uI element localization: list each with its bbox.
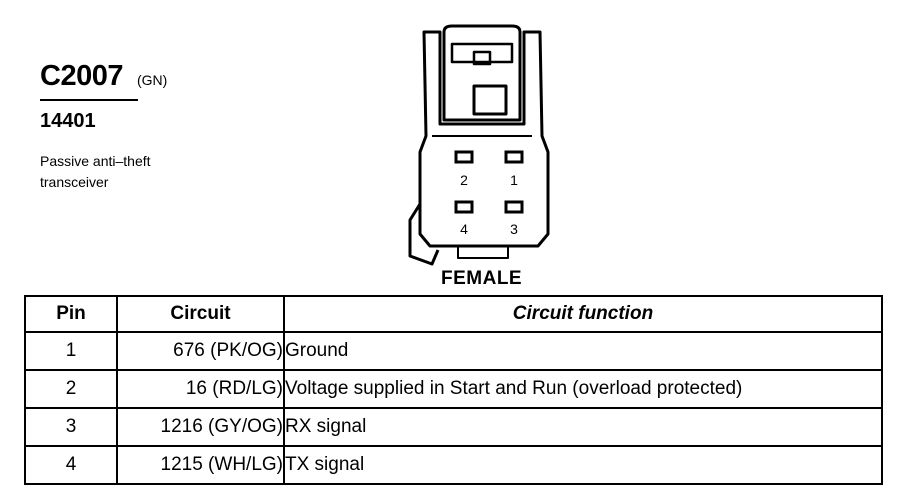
bottom-detail	[457, 246, 509, 259]
housing-outline	[418, 30, 550, 248]
cavity-2	[454, 150, 474, 164]
cavity-label-4: 4	[460, 221, 468, 237]
circuit-cell: 16 (RD/LG)	[116, 369, 285, 409]
function-cell: TX signal	[283, 445, 883, 485]
title-underline	[40, 99, 138, 101]
connector-header: C2007 (GN) 14401 Passive anti–theft tran…	[40, 60, 210, 193]
connector-face-drawing: 2 1 4 3	[408, 24, 550, 266]
cavity-1	[504, 150, 524, 164]
connector-gender-label: FEMALE	[441, 268, 523, 289]
table-header-row: Pin Circuit Circuit function	[24, 295, 883, 333]
part-number: 14401	[40, 110, 96, 132]
header-circuit-function: Circuit function	[283, 295, 883, 333]
latch-window	[472, 84, 508, 116]
pinout-table: Pin Circuit Circuit function 1 676 (PK/O…	[24, 295, 883, 485]
pin-cell: 4	[24, 445, 118, 485]
function-cell: Ground	[283, 331, 883, 371]
table-row: 1 676 (PK/OG) Ground	[24, 331, 883, 371]
function-cell: Voltage supplied in Start and Run (overl…	[283, 369, 883, 409]
latch-tab	[472, 50, 492, 66]
table-row: 4 1215 (WH/LG) TX signal	[24, 445, 883, 485]
table-row: 3 1216 (GY/OG) RX signal	[24, 407, 883, 447]
circuit-cell: 1216 (GY/OG)	[116, 407, 285, 447]
connector-id: C2007	[40, 60, 123, 92]
header-pin: Pin	[24, 295, 118, 333]
cavity-4	[454, 200, 474, 214]
header-circuit: Circuit	[116, 295, 285, 333]
function-cell: RX signal	[283, 407, 883, 447]
side-clip	[408, 203, 440, 266]
latch-outline	[442, 24, 522, 122]
pin-cell: 3	[24, 407, 118, 447]
circuit-cell: 1215 (WH/LG)	[116, 445, 285, 485]
cavity-3	[504, 200, 524, 214]
table-row: 2 16 (RD/LG) Voltage supplied in Start a…	[24, 369, 883, 409]
cavity-label-1: 1	[510, 172, 518, 188]
connector-face-diagram: 2 1 4 3	[402, 24, 562, 274]
cavity-label-2: 2	[460, 172, 468, 188]
connector-color-code: (GN)	[136, 72, 168, 88]
connector-description: Passive anti–theft transceiver	[40, 153, 151, 190]
cavity-label-3: 3	[510, 221, 518, 237]
pin-cell: 1	[24, 331, 118, 371]
pin-cell: 2	[24, 369, 118, 409]
latch-inner	[450, 42, 514, 64]
circuit-cell: 676 (PK/OG)	[116, 331, 285, 371]
title-row: C2007 (GN)	[40, 60, 210, 93]
